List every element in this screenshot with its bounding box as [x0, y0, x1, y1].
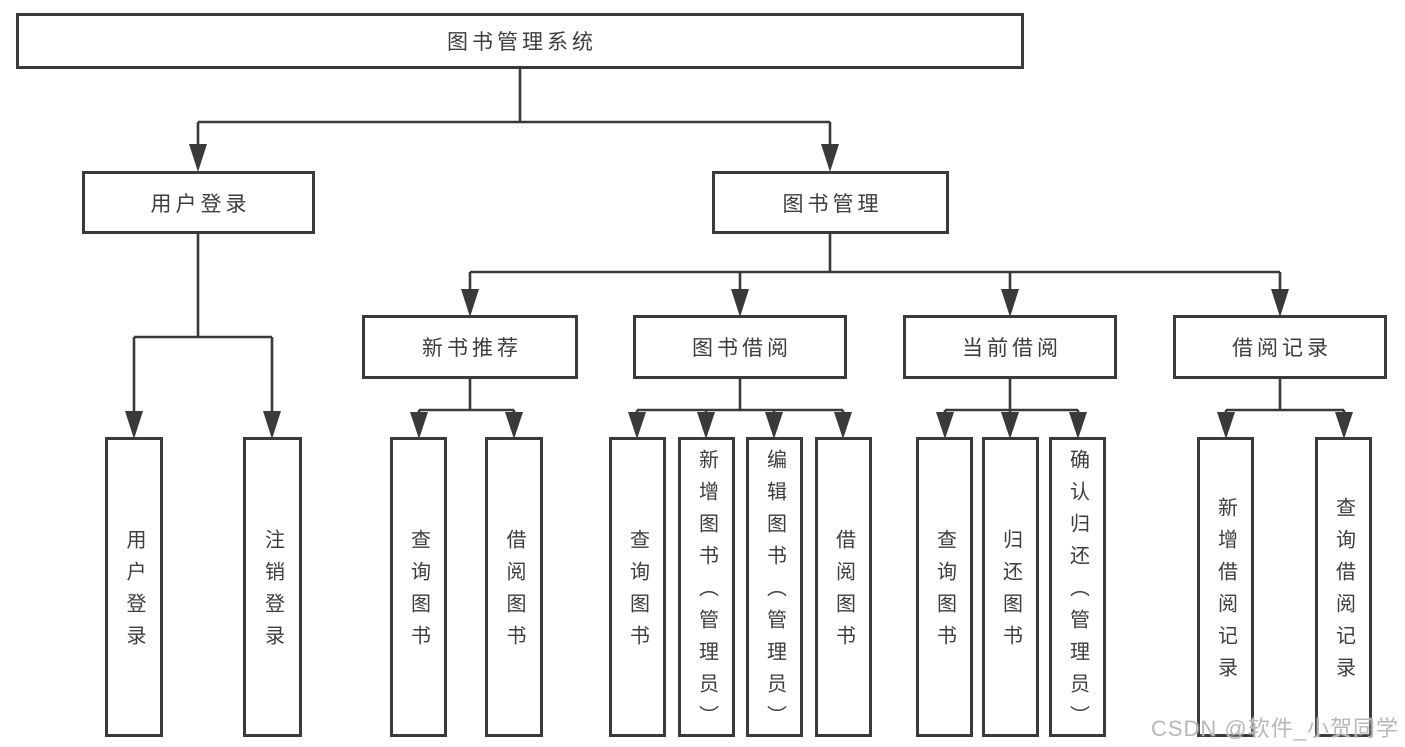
leaf-confirm-return-admin: 确认归还（管理员） [1049, 437, 1106, 737]
arrowhead-records [1271, 289, 1289, 317]
connector-book-mgmt-to-level3 [468, 234, 1282, 291]
arrowhead-leaf-logout [263, 411, 281, 439]
connector-current-borrow-to-leaves [943, 379, 1080, 414]
arrowhead-leaf-user-login [125, 411, 143, 439]
connector-root-to-level2 [196, 69, 832, 146]
leaf-query-books-1: 查询图书 [390, 437, 447, 737]
arrowhead-leaf-add-record [1217, 412, 1235, 439]
leaf-query-books-2-label: 查询图书 [626, 529, 649, 657]
arrowhead-book-borrow [731, 289, 749, 317]
arrowhead-leaf-confirm-return [1069, 412, 1087, 439]
connector-book-borrow-to-leaves [635, 379, 845, 414]
leaf-query-books-2: 查询图书 [609, 437, 666, 737]
arrowhead-new-books [461, 289, 479, 317]
node-book-borrowing: 图书借阅 [633, 315, 847, 379]
leaf-confirm-return-admin-label: 确认归还（管理员） [1066, 449, 1089, 737]
node-new-book-recommendation: 新书推荐 [362, 315, 578, 379]
leaf-query-borrow-record: 查询借阅记录 [1315, 437, 1372, 737]
node-user-login: 用户登录 [82, 171, 315, 234]
arrowhead-leaf-query-books-3 [936, 412, 954, 439]
connector-user-login-to-leaves [132, 234, 274, 413]
arrowhead-leaf-edit-books [765, 412, 783, 439]
node-root: 图书管理系统 [16, 13, 1024, 69]
leaf-return-books: 归还图书 [982, 437, 1039, 737]
leaf-user-login-label: 用户登录 [123, 529, 145, 657]
leaf-logout-label: 注销登录 [261, 529, 284, 657]
leaf-query-borrow-record-label: 查询借阅记录 [1332, 497, 1355, 689]
csdn-watermark: CSDN @软件_小贺同学 [1150, 716, 1399, 741]
connector-new-books-to-leaves [417, 379, 516, 414]
leaf-add-borrow-record-label: 新增借阅记录 [1214, 497, 1237, 689]
connector-records-to-leaves [1224, 379, 1346, 414]
arrowhead-leaf-add-books [697, 412, 715, 439]
node-borrowing-records: 借阅记录 [1173, 315, 1387, 379]
leaf-add-books-admin-label: 新增图书（管理员） [695, 449, 718, 737]
node-book-borrowing-label: 图书借阅 [692, 337, 792, 360]
node-root-label: 图书管理系统 [447, 31, 597, 54]
node-new-book-recommendation-label: 新书推荐 [422, 337, 522, 360]
node-book-management: 图书管理 [712, 171, 949, 234]
leaf-add-borrow-record: 新增借阅记录 [1197, 437, 1254, 737]
leaf-query-books-3-label: 查询图书 [933, 529, 956, 657]
node-current-borrowing-label: 当前借阅 [962, 337, 1062, 360]
leaf-return-books-label: 归还图书 [999, 529, 1022, 657]
arrowhead-leaf-query-books-1 [410, 412, 428, 439]
node-book-management-label: 图书管理 [782, 192, 883, 216]
arrowhead-leaf-query-books-2 [628, 412, 646, 439]
node-user-login-label: 用户登录 [150, 192, 251, 216]
arrowhead-leaf-borrow-books-1 [505, 412, 523, 439]
leaf-query-books-3: 查询图书 [916, 437, 973, 737]
leaf-user-login: 用户登录 [105, 437, 163, 737]
leaf-logout: 注销登录 [243, 437, 302, 737]
leaf-edit-books-admin: 编辑图书（管理员） [746, 437, 803, 737]
leaf-borrow-books-1: 借阅图书 [485, 437, 543, 737]
leaf-add-books-admin: 新增图书（管理员） [678, 437, 735, 737]
arrowhead-leaf-return-books [1001, 412, 1019, 439]
arrowhead-leaf-query-record [1335, 412, 1353, 439]
node-current-borrowing: 当前借阅 [903, 315, 1117, 379]
arrowhead-book-mgmt [821, 144, 839, 172]
arrowhead-current-borrow [1001, 289, 1019, 317]
leaf-edit-books-admin-label: 编辑图书（管理员） [763, 449, 786, 737]
leaf-query-books-1-label: 查询图书 [407, 529, 430, 657]
leaf-borrow-books-1-label: 借阅图书 [503, 529, 525, 657]
node-borrowing-records-label: 借阅记录 [1232, 337, 1332, 360]
arrowhead-leaf-borrow-books-2 [834, 412, 852, 439]
leaf-borrow-books-2: 借阅图书 [815, 437, 872, 737]
leaf-borrow-books-2-label: 借阅图书 [832, 529, 855, 657]
arrowhead-user-login [189, 144, 207, 172]
